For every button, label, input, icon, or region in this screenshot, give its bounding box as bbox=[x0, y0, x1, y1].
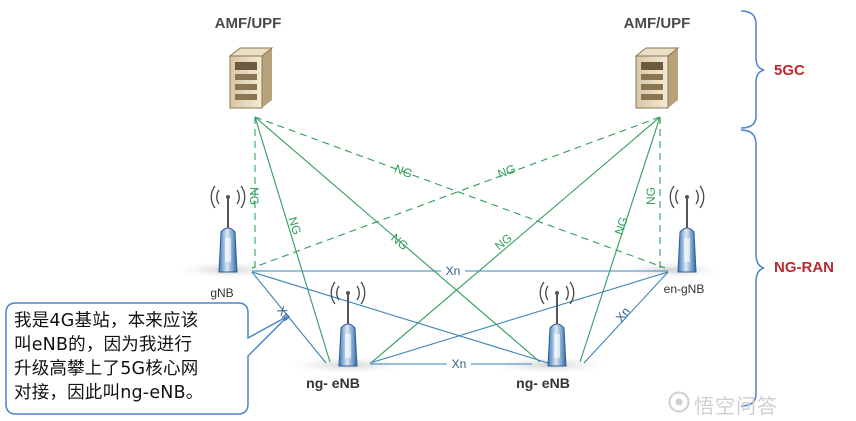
callout-text: 我是4G基站，本来应该 叫eNB的，因为我进行 升级高攀上了5G核心网 对接，因… bbox=[14, 311, 204, 403]
brace-5gc bbox=[740, 10, 765, 129]
xn-label-bottom: Xn bbox=[452, 357, 467, 371]
xn-label-right: Xn bbox=[613, 304, 633, 324]
ng-label-right-vertical: NG bbox=[644, 187, 658, 205]
watermark-text: 悟空问答 bbox=[694, 394, 778, 418]
ng-link-left-core-ng-enb-right bbox=[254, 116, 541, 363]
antenna-icon-gnb bbox=[210, 185, 246, 273]
ng-label-right-steep: NG bbox=[612, 215, 631, 236]
group-label-5gc: 5GC bbox=[774, 62, 805, 79]
antenna-icon-en-gnb bbox=[669, 185, 705, 273]
xn-label-bottom-bg bbox=[447, 357, 471, 370]
ng-enb-left-label: ng- eNB bbox=[306, 375, 360, 391]
gnb-label: gNB bbox=[210, 286, 233, 300]
group-label-ng-ran: NG-RAN bbox=[774, 259, 834, 276]
xn-link-gnb-ng-enb-right bbox=[251, 271, 549, 364]
ng-link-left-core-ng-enb-left bbox=[254, 116, 331, 363]
ng-links bbox=[251, 116, 666, 363]
server-icon-left bbox=[228, 47, 274, 109]
ng-label-right-mid: NG bbox=[492, 231, 515, 253]
ng-link-right-core-gnb bbox=[251, 116, 661, 269]
ng-link-right-core-ng-enb-right bbox=[579, 116, 661, 363]
antenna-icon-ng-enb-left bbox=[330, 281, 366, 367]
ng-enb-right-label: ng- eNB bbox=[516, 375, 570, 391]
watermark-logo-icon bbox=[668, 391, 690, 413]
callout-bubble bbox=[5, 302, 289, 415]
ng-label-left-vertical: NG bbox=[247, 187, 261, 205]
xn-link-gnb-ng-enb-left bbox=[251, 271, 327, 364]
ng-link-left-core-en-gnb bbox=[254, 116, 666, 269]
xn-label-top-bg bbox=[441, 264, 465, 277]
xn-label-top: Xn bbox=[446, 264, 461, 278]
brace-ng-ran bbox=[740, 129, 765, 407]
antenna-icon-ng-enb-right bbox=[539, 281, 575, 367]
core-label-left: AMF/UPF bbox=[215, 15, 282, 32]
ng-label-left-diag-upper: NG bbox=[393, 162, 415, 182]
core-label-right: AMF/UPF bbox=[624, 15, 691, 32]
ng-label-right-diag-upper: NG bbox=[496, 162, 518, 182]
xn-link-en-gnb-ng-enb-right bbox=[583, 271, 669, 364]
en-gnb-base-shadow bbox=[620, 261, 724, 279]
en-gnb-label: en-gNB bbox=[664, 282, 705, 296]
ng-label-left-steep: NG bbox=[285, 215, 304, 236]
xn-link-en-gnb-ng-enb-left bbox=[369, 271, 669, 364]
server-icon-right bbox=[634, 47, 680, 109]
ng-link-right-core-ng-enb-left bbox=[371, 116, 661, 363]
